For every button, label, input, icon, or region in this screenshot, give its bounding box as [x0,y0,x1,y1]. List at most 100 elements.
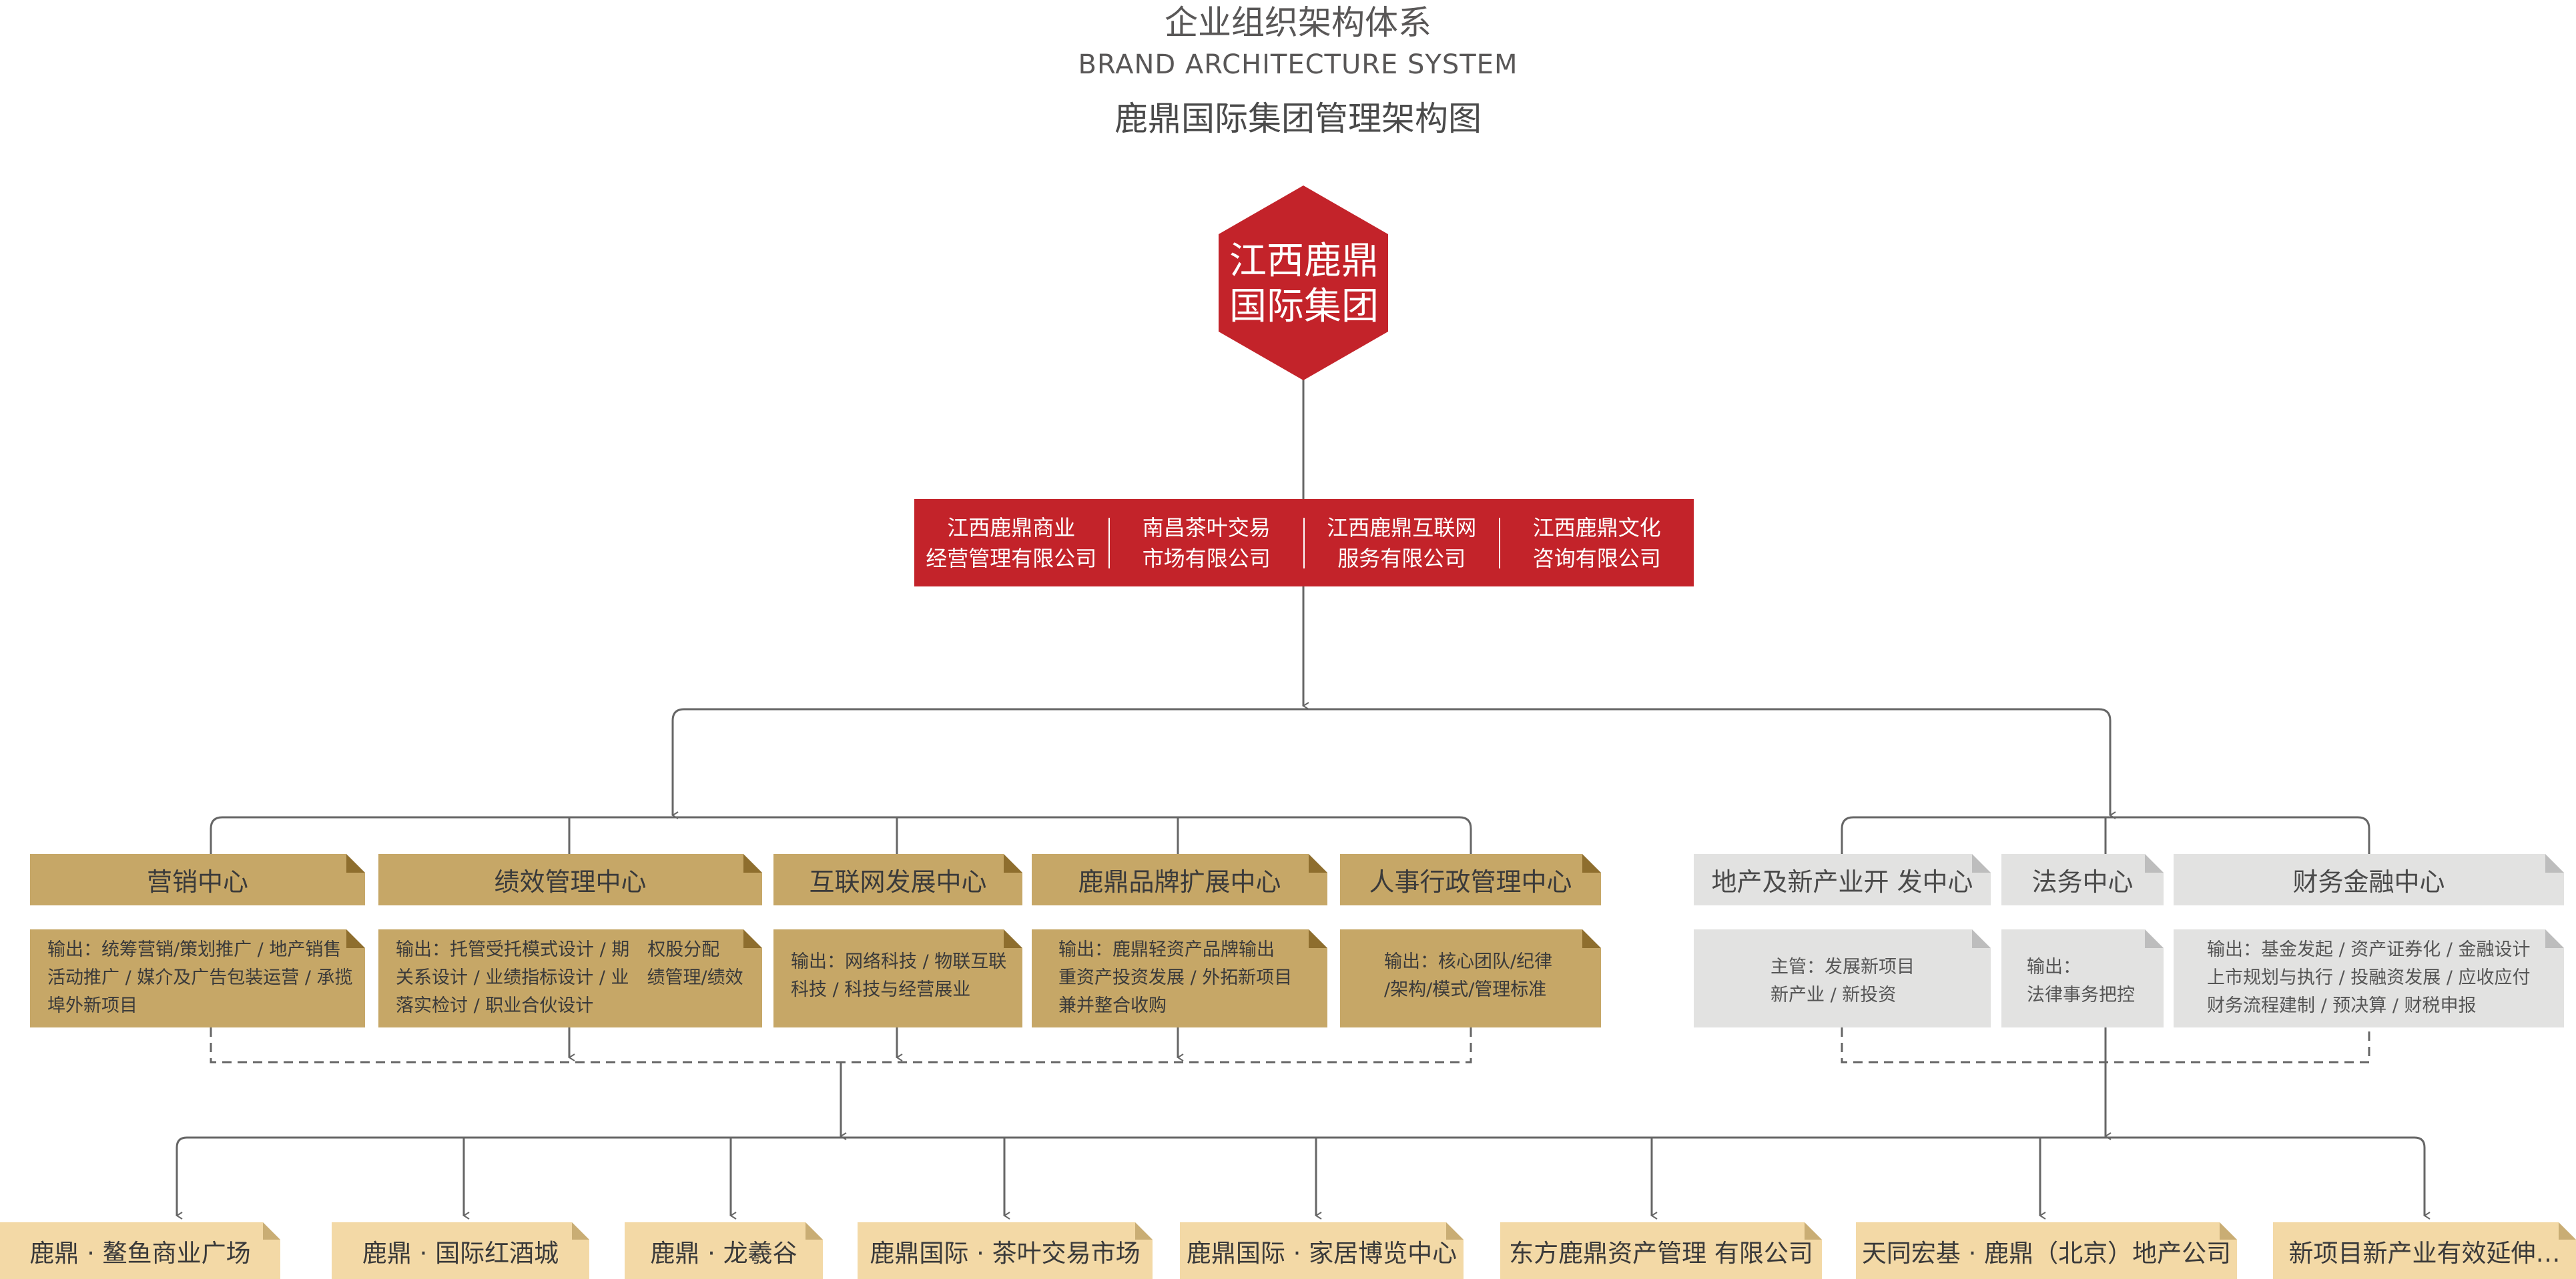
fold-corner [1135,1222,1153,1240]
detail-line: 兼并整合收购 [1058,995,1167,1016]
detail-line: 上市规划与执行 / 投融资发展 / 应收应付 [2207,967,2531,988]
subsidiary-internet: 江西鹿鼎互联网 服务有限公司 [1305,512,1499,574]
enterprise-aoyu-plaza: 鹿鼎 · 鳌鱼商业广场 [0,1222,280,1279]
center-name: 人事行政管理中心 [1369,867,1572,897]
detail-line: 活动推广 / 媒介及广告包装运营 / 承揽 [47,967,353,988]
subsidiaries-bar: 江西鹿鼎商业 经营管理有限公司 南昌茶叶交易 市场有限公司 江西鹿鼎互联网 服务… [914,499,1694,586]
root-line-1: 江西鹿鼎 [1229,240,1379,283]
fold-corner [1004,929,1022,948]
fold-corner [1446,1222,1464,1240]
fold-corner [2559,1222,2576,1240]
fold-corner [1309,854,1327,873]
detail-line: 科技 / 科技与经营展业 [791,979,971,1000]
fold-corner [2545,854,2564,873]
enterprise-new-projects: 新项目新产业有效延伸… [2273,1222,2576,1279]
divider [1498,517,1500,568]
center-header-legal: 法务中心 [2001,854,2164,905]
center-detail-marketing: 输出：统筹营销/策划推广 / 地产销售 活动推广 / 媒介及广告包装运营 / 承… [30,929,365,1027]
detail-line: 关系设计 / 业绩指标设计 / 业 绩管理/绩效 [396,967,743,988]
enterprise-label: 鹿鼎国际 · 家居博览中心 [1186,1238,1458,1268]
fold-corner [2145,929,2164,948]
center-header-realestate: 地产及新产业开 发中心 [1694,854,1991,905]
subsidiary-line: 经营管理有限公司 [926,545,1097,571]
enterprise-wine-city: 鹿鼎 · 国际红酒城 [332,1222,589,1279]
subsidiary-line: 服务有限公司 [1337,545,1466,571]
subsidiary-tea-market: 南昌茶叶交易 市场有限公司 [1110,512,1304,574]
fold-corner [346,929,365,948]
detail-line: 输出：统筹营销/策划推广 / 地产销售 [47,939,342,960]
fold-corner [346,854,365,873]
enterprise-beijing-realestate: 天同宏基 · 鹿鼎（北京）地产公司 [1856,1222,2237,1279]
divider [1108,517,1110,568]
fold-corner [2220,1222,2237,1240]
center-header-marketing: 营销中心 [30,854,365,905]
detail-line: 法律事务把控 [2027,985,2135,1005]
fold-corner [1309,929,1327,948]
center-detail-realestate: 主管：发展新项目 新产业 / 新投资 [1694,929,1991,1027]
subsidiary-line: 江西鹿鼎文化 [1532,514,1661,540]
fold-corner [1004,854,1022,873]
detail-line: 主管：发展新项目 [1770,957,1915,977]
center-name: 法务中心 [2031,867,2134,897]
enterprise-bar [176,1136,2426,1216]
root-node: 江西鹿鼎 国际集团 [1217,239,1391,330]
detail-line: /架构/模式/管理标准 [1384,979,1547,1000]
center-name: 营销中心 [146,867,248,897]
detail-line: 财务流程建制 / 预决算 / 财税申报 [2207,995,2477,1016]
enterprise-longxi-valley: 鹿鼎 · 龙羲谷 [625,1222,823,1279]
enterprise-tea-market: 鹿鼎国际 · 茶叶交易市场 [858,1222,1153,1279]
fold-corner [1582,929,1601,948]
detail-line: 新产业 / 新投资 [1770,985,1897,1005]
center-name: 互联网发展中心 [809,867,987,897]
center-name: 绩效管理中心 [494,867,647,897]
fold-corner [743,929,762,948]
enterprise-label: 鹿鼎国际 · 茶叶交易市场 [870,1238,1141,1268]
page-title-english: BRAND ARCHITECTURE SYSTEM [1078,49,1518,80]
subsidiary-line: 咨询有限公司 [1532,545,1661,571]
detail-line: 落实检讨 / 职业合伙设计 [396,995,594,1016]
center-detail-hr: 输出：核心团队/纪律 /架构/模式/管理标准 [1340,929,1601,1027]
detail-line: 输出：托管受托模式设计 / 期 权股分配 [396,939,720,960]
root-line-2: 国际集团 [1229,285,1379,328]
detail-line: 重资产投资发展 / 外拓新项目 [1058,967,1293,988]
page-title: 企业组织架构体系 [1165,3,1431,42]
detail-line: 埠外新项目 [47,995,137,1016]
root-hexagon [1219,185,1388,380]
enterprise-label: 新项目新产业有效延伸… [2288,1238,2561,1268]
center-name: 地产及新产业开 发中心 [1711,867,1973,897]
center-header-brand: 鹿鼎品牌扩展中心 [1032,854,1327,905]
center-header-finance: 财务金融中心 [2174,854,2564,905]
fold-corner [1972,854,1991,873]
enterprise-home-expo: 鹿鼎国际 · 家居博览中心 [1180,1222,1464,1279]
left-group-bar [210,816,1472,854]
center-header-performance: 绩效管理中心 [378,854,762,905]
detail-line: 输出： [2027,957,2081,977]
enterprise-label: 鹿鼎 · 龙羲谷 [650,1238,797,1268]
enterprise-label: 东方鹿鼎资产管理 有限公司 [1509,1238,1813,1268]
center-detail-internet: 输出：网络科技 / 物联互联 科技 / 科技与经营展业 [773,929,1022,1027]
fold-corner [743,854,762,873]
enterprise-label: 鹿鼎 · 鳌鱼商业广场 [29,1238,251,1268]
center-header-internet: 互联网发展中心 [773,854,1022,905]
fold-corner [572,1222,589,1240]
center-name: 鹿鼎品牌扩展中心 [1078,867,1281,897]
subsidiary-line: 市场有限公司 [1142,545,1271,571]
detail-line: 输出：网络科技 / 物联互联 [791,951,1007,972]
center-detail-legal: 输出： 法律事务把控 [2001,929,2164,1027]
diagram-subtitle: 鹿鼎国际集团管理架构图 [1114,99,1482,138]
center-detail-performance: 输出：托管受托模式设计 / 期 权股分配 关系设计 / 业绩指标设计 / 业 绩… [378,929,762,1027]
subsidiary-line: 江西鹿鼎互联网 [1327,514,1477,540]
fold-corner [2145,854,2164,873]
fold-corner [1972,929,1991,948]
enterprise-label: 天同宏基 · 鹿鼎（北京）地产公司 [1861,1238,2232,1268]
center-name: 财务金融中心 [2292,867,2445,897]
subsidiary-commercial: 江西鹿鼎商业 经营管理有限公司 [914,512,1108,574]
fold-corner [263,1222,280,1240]
center-detail-brand: 输出：鹿鼎轻资产品牌输出 重资产投资发展 / 外拓新项目 兼并整合收购 [1032,929,1327,1027]
enterprise-asset-management: 东方鹿鼎资产管理 有限公司 [1500,1222,1822,1279]
left-dashed-bracket [210,1027,1472,1063]
center-detail-finance: 输出：基金发起 / 资产证券化 / 金融设计 上市规划与执行 / 投融资发展 /… [2174,929,2564,1027]
fold-corner [2545,929,2564,948]
detail-line: 输出：鹿鼎轻资产品牌输出 [1058,939,1275,960]
